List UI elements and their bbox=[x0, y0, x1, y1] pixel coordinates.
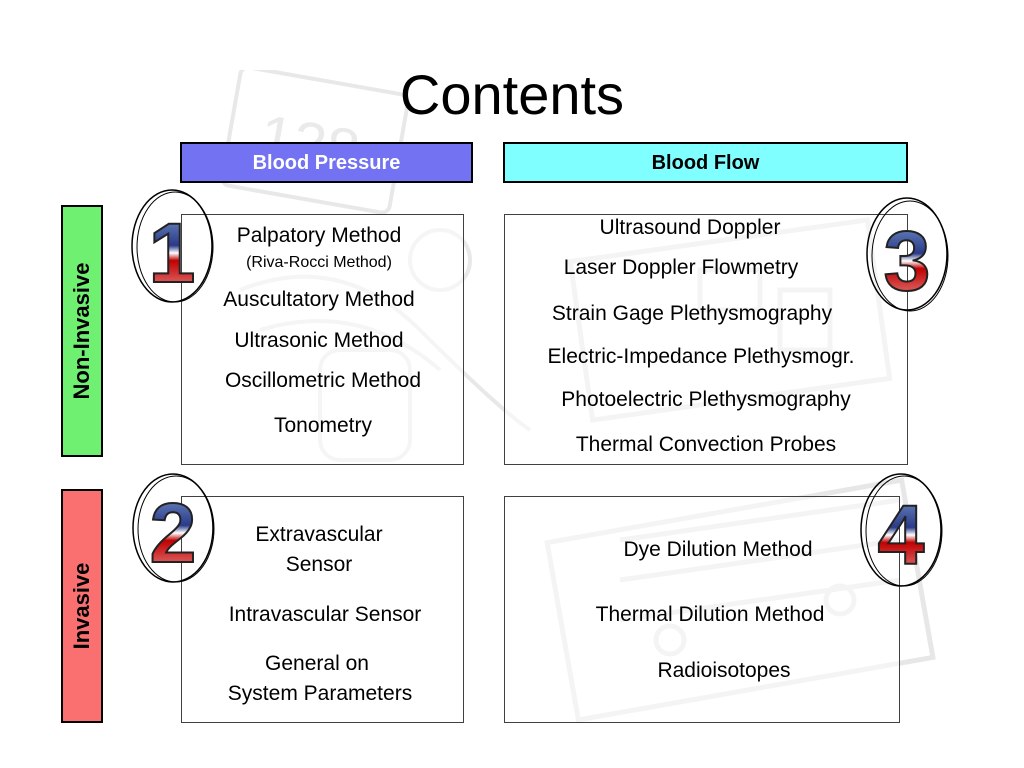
q1-item-tonometry: Tonometry bbox=[273, 414, 373, 437]
number-1-text: 1 bbox=[149, 206, 196, 300]
q1-item-oscillometric: Oscillometric Method bbox=[224, 369, 422, 392]
q2-item-intravascular: Intravascular Sensor bbox=[228, 603, 422, 626]
invasive-text: Invasive bbox=[69, 562, 94, 650]
number-badge-4: 4 bbox=[860, 473, 943, 587]
q1-item-ultrasonic: Ultrasonic Method bbox=[234, 329, 404, 352]
quadrant-3-box bbox=[504, 214, 908, 465]
q2-item-general-on: General on bbox=[265, 652, 369, 675]
q1-item-auscultatory: Auscultatory Method bbox=[223, 288, 415, 311]
q3-item-thermal-convection: Thermal Convection Probes bbox=[575, 433, 837, 456]
number-2-text: 2 bbox=[150, 486, 197, 580]
q3-item-ultrasound-doppler: Ultrasound Doppler bbox=[599, 216, 781, 239]
blood-flow-header: Blood Flow bbox=[503, 142, 908, 183]
q3-item-electric-impedance: Electric-Impedance Plethysmogr. bbox=[547, 345, 855, 368]
q1-item-palpatory: Palpatory Method bbox=[236, 224, 402, 247]
q4-item-dye-dilution: Dye Dilution Method bbox=[623, 538, 813, 561]
non-invasive-label: Non-Invasive bbox=[61, 205, 103, 457]
number-badge-1: 1 bbox=[131, 189, 214, 303]
q4-item-radioisotopes: Radioisotopes bbox=[657, 659, 791, 682]
q2-item-sensor: Sensor bbox=[285, 553, 353, 576]
q2-item-system-parameters: System Parameters bbox=[227, 682, 413, 705]
number-4-text: 4 bbox=[878, 488, 925, 582]
q4-item-thermal-dilution: Thermal Dilution Method bbox=[595, 603, 825, 626]
quadrant-2-box bbox=[181, 496, 464, 723]
quadrant-1-box bbox=[181, 214, 464, 465]
q3-item-strain-gage: Strain Gage Plethysmography bbox=[551, 302, 833, 325]
invasive-label: Invasive bbox=[61, 489, 103, 723]
quadrant-4-box bbox=[504, 496, 900, 723]
non-invasive-text: Non-Invasive bbox=[69, 262, 94, 400]
number-badge-3: 3 bbox=[866, 197, 949, 312]
q1-item-riva-rocci: (Riva-Rocci Method) bbox=[246, 254, 392, 271]
q3-item-photoelectric: Photoelectric Plethysmography bbox=[561, 388, 851, 411]
number-3-text: 3 bbox=[884, 214, 931, 308]
slide-title: Contents bbox=[399, 63, 625, 126]
blood-pressure-header: Blood Pressure bbox=[180, 142, 473, 183]
q3-item-laser-doppler: Laser Doppler Flowmetry bbox=[563, 256, 799, 279]
number-badge-2: 2 bbox=[132, 473, 215, 583]
q2-item-extravascular: Extravascular bbox=[255, 523, 383, 546]
